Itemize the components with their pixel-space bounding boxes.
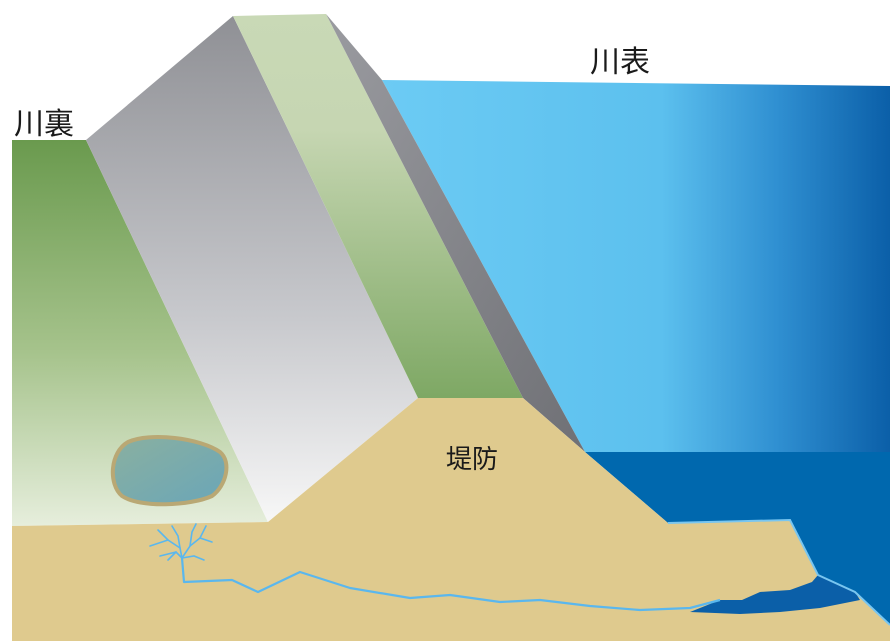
seepage-path: [180, 557, 721, 612]
seepage-roots: [149, 523, 213, 561]
foundation-water-zone: [690, 575, 860, 614]
river-water-surface: [382, 80, 890, 452]
levee-riverside-slope: [326, 14, 585, 452]
riverside-label: 川表: [590, 45, 650, 80]
landside-ground: [12, 140, 268, 526]
boil-pond: [110, 435, 229, 507]
riverbed-outline: [667, 518, 890, 626]
levee-crest: [233, 14, 523, 398]
landside-label: 川裏: [14, 107, 74, 142]
levee-landside-slope: [86, 16, 418, 522]
levee-label: 堤防: [446, 445, 498, 475]
river-water-deep: [585, 452, 890, 625]
